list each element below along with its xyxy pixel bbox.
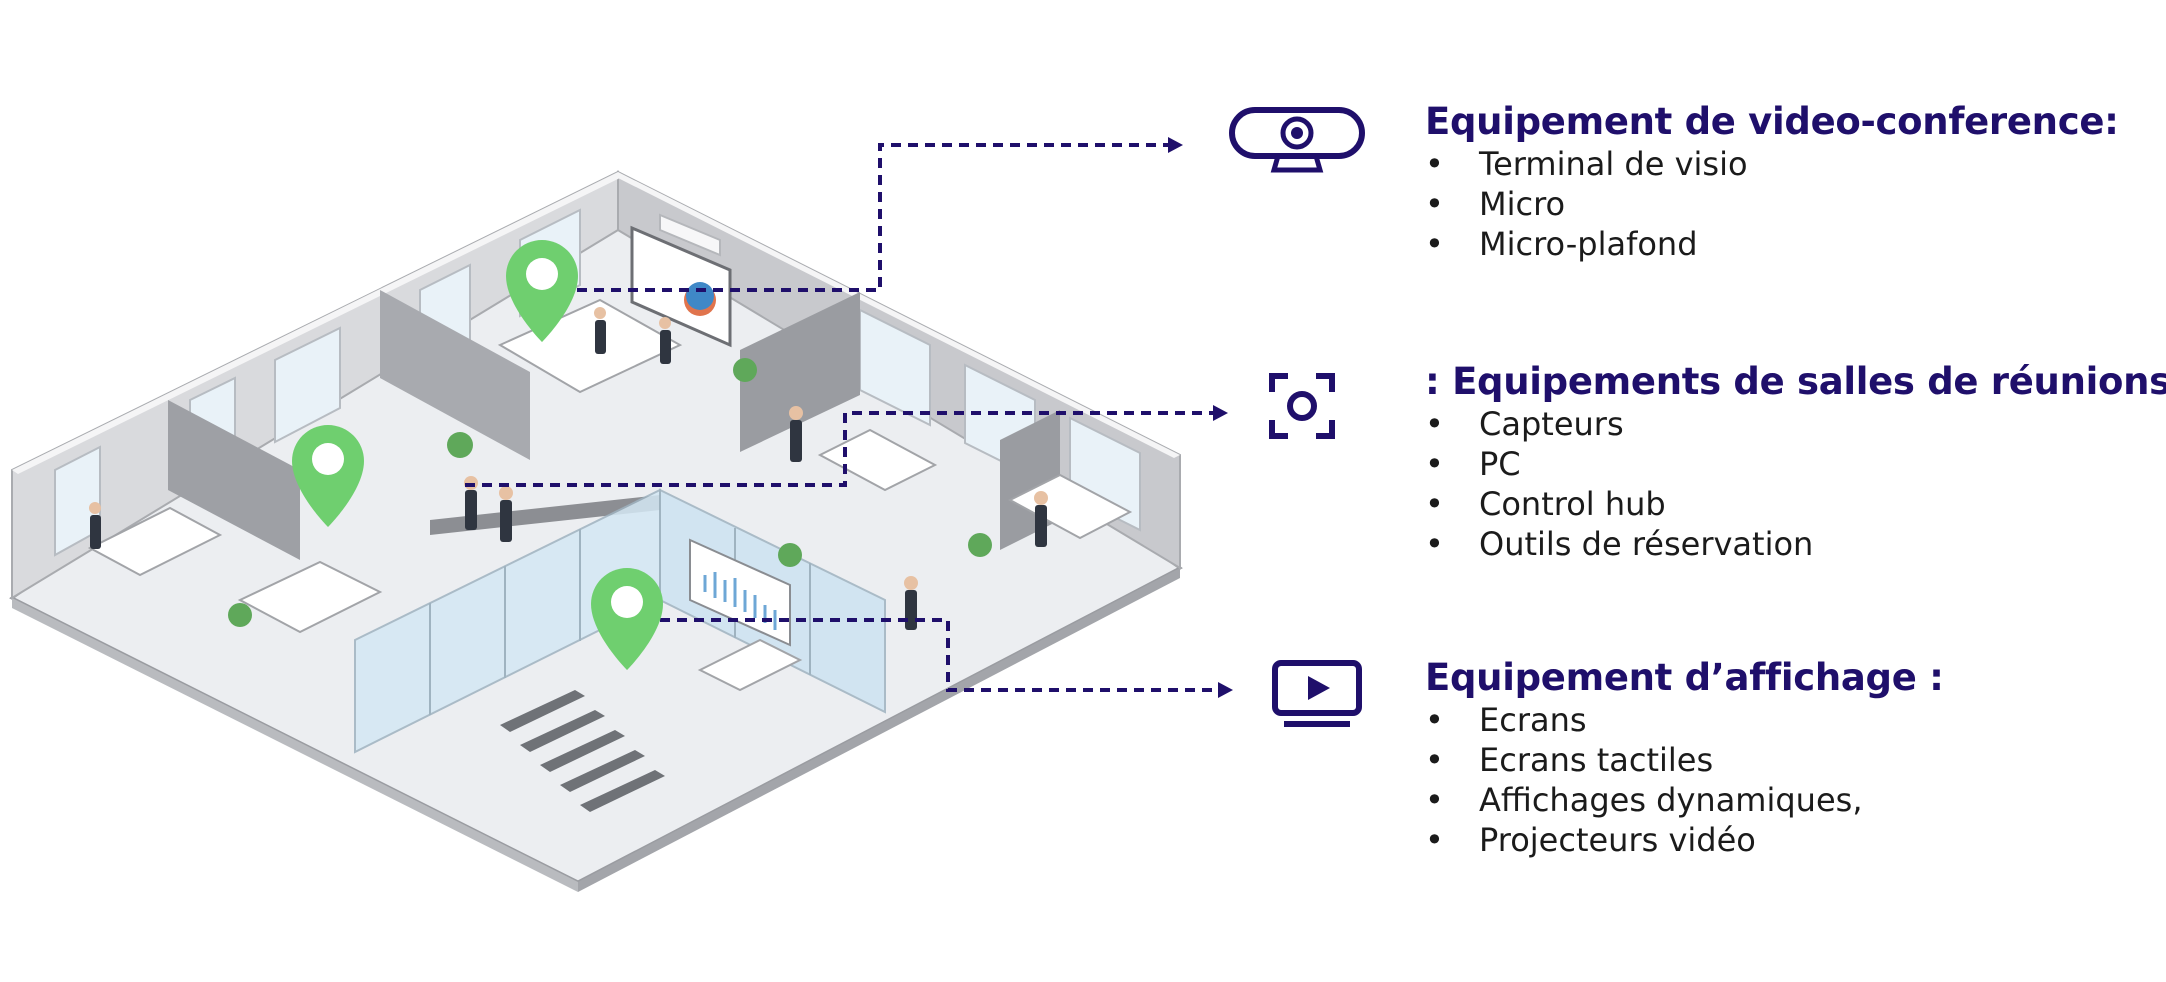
connector-display [660,618,1220,692]
plants [228,358,992,627]
connector-rooms [465,411,1215,487]
section-meeting-rooms: : Equipements de salles de réunions Capt… [1425,360,2166,564]
list-item: Ecrans tactiles [1425,740,1944,780]
list-item: Affichages dynamiques, [1425,780,1944,820]
location-pin-conference-room [591,568,663,670]
list-item: Control hub [1425,484,2166,524]
interior-partitions [168,290,1060,560]
item-list: Capteurs PC Control hub Outils de réserv… [1425,404,2166,564]
list-item: Micro-plafond [1425,224,2119,264]
section-title: Equipement d’affichage : [1425,656,1944,699]
connector-arrowheads [1168,137,1233,698]
connector-video [560,143,1170,292]
section-title: Equipement de video-conference: [1425,100,2119,143]
section-title: : Equipements de salles de réunions [1425,360,2166,403]
webcam-icon [1229,107,1365,173]
list-item: Projecteurs vidéo [1425,820,1944,860]
list-item: PC [1425,444,2166,484]
list-item: Terminal de visio [1425,144,2119,184]
location-pin-meeting-room [506,240,578,342]
location-pin-open-space [292,425,364,527]
list-item: Capteurs [1425,404,2166,444]
list-item: Outils de réservation [1425,524,2166,564]
back-walls [11,170,1181,600]
list-item: Micro [1425,184,2119,224]
list-item: Ecrans [1425,700,1944,740]
item-list: Terminal de visio Micro Micro-plafond [1425,144,2119,264]
connectors [465,143,1220,692]
furniture [87,298,1133,692]
item-list: Ecrans Ecrans tactiles Affichages dynami… [1425,700,1944,860]
section-display-equipment: Equipement d’affichage : Ecrans Ecrans t… [1425,656,1944,860]
screen-play-icon [1272,660,1362,727]
camera-focus-icon [1269,373,1335,439]
section-video-conference: Equipement de video-conference: Terminal… [1425,100,2119,264]
audience-benches [500,690,665,812]
presentation-screen [630,213,732,348]
